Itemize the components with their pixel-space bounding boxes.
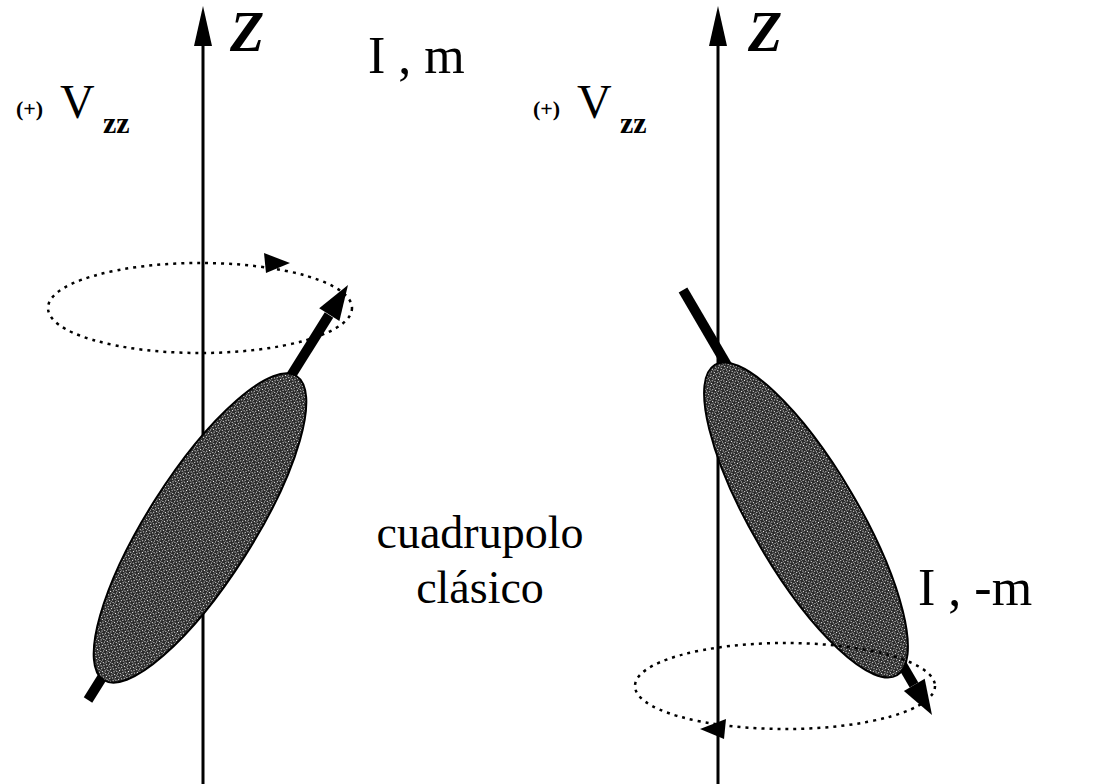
quadrupole-ellipsoid — [59, 348, 341, 709]
sign-label: (+) — [533, 98, 560, 120]
spin-state-label: I , -m — [918, 562, 1032, 614]
axis-label: Z — [230, 4, 264, 60]
precession-orbit — [48, 263, 352, 353]
orbit-arrowhead — [264, 253, 290, 273]
spin-arrowhead — [904, 679, 932, 715]
axis-label: Z — [748, 4, 782, 60]
subscript-label: zz — [620, 108, 647, 138]
sign-label: (+) — [16, 98, 43, 120]
axis-arrowhead — [709, 6, 727, 46]
axis-arrowhead — [194, 6, 212, 46]
quadrupole-ellipsoid — [669, 338, 943, 702]
precession-orbit — [635, 643, 935, 729]
spin-arrowhead — [319, 285, 348, 321]
orbit-arrowhead — [700, 719, 726, 739]
subscript-label: zz — [103, 108, 130, 138]
z-axis — [202, 40, 205, 784]
spin-state-label: I , m — [368, 30, 465, 82]
caption-text: cuadrupolo clásico — [345, 505, 615, 615]
field-gradient-symbol: V — [577, 78, 612, 126]
field-gradient-symbol: V — [60, 78, 95, 126]
